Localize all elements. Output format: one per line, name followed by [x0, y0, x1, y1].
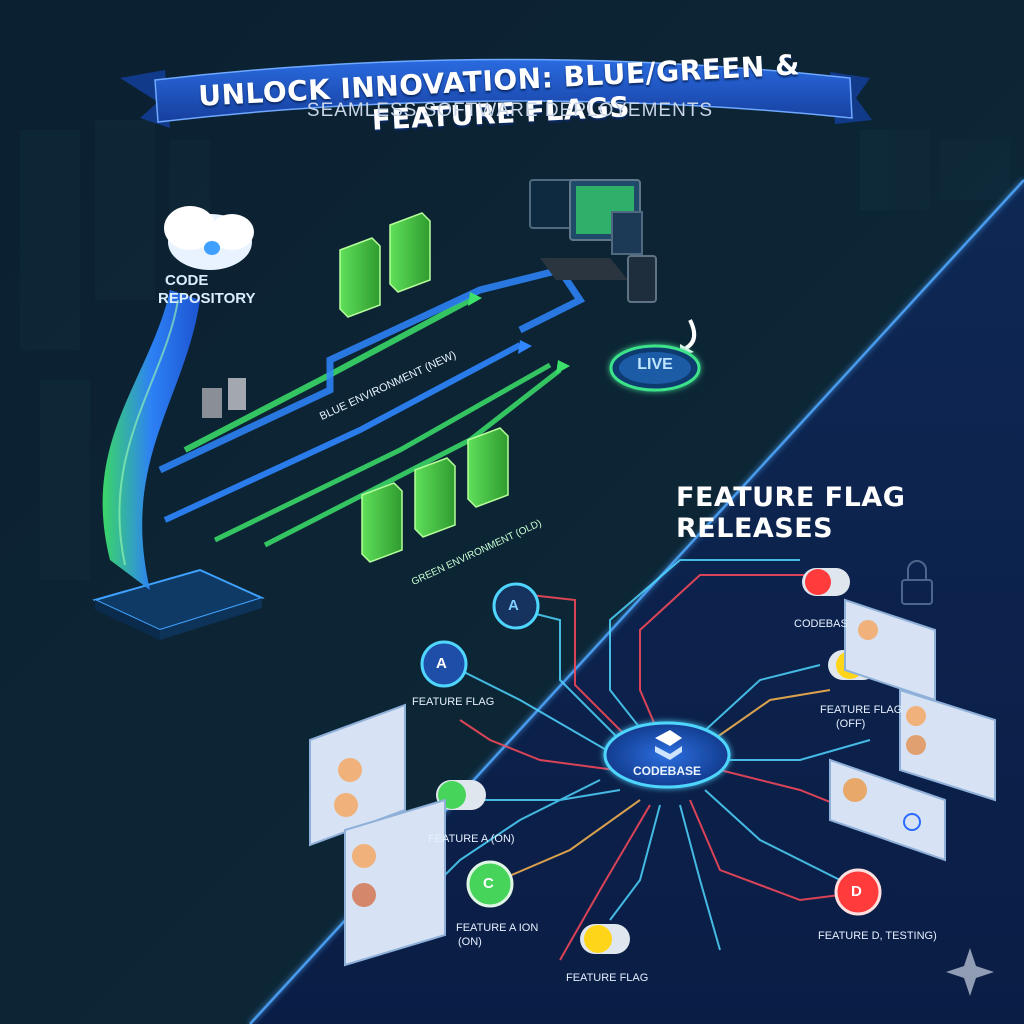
feature-a-on-label: FEATURE A (ON) [428, 833, 515, 845]
node-a-left [420, 640, 468, 688]
green-env-servers [361, 427, 509, 563]
live-label: LIVE [637, 356, 673, 373]
repository-label-line2: REPOSITORY [158, 290, 256, 307]
flag-off-label: FEATURE FLAG [820, 704, 903, 716]
avatar [334, 793, 358, 817]
page-subtitle: SEAMLESS SOFTWARE DEPLOYEMENTS [306, 100, 714, 121]
repository-label-line1: CODE [165, 272, 209, 289]
feature-a-ion-label: FEATURE A ION [456, 922, 539, 934]
feature-flag-section-title: FEATURE FLAG RELEASES [676, 482, 906, 544]
search-icon [903, 813, 921, 831]
repository-stream [92, 290, 265, 640]
avatar [352, 883, 376, 907]
avatar [352, 844, 376, 868]
node-c [466, 860, 514, 908]
codebase-logo-icon [655, 730, 682, 746]
codebase-hub [603, 721, 731, 789]
user-card-right-1 [844, 598, 936, 702]
feature-a-ion-sublabel: (ON) [458, 936, 482, 948]
legacy-server-icon [202, 378, 246, 418]
toggle-codebase-top [802, 568, 850, 596]
node-c-letter: C [483, 875, 494, 892]
devices-icon [529, 179, 697, 356]
feature-flag-left-label: FEATURE FLAG [412, 696, 495, 708]
feature-d-label: FEATURE D, TESTING) [818, 930, 937, 942]
user-card-left-2 [344, 798, 446, 967]
toggle-feature-flag-bottom [580, 924, 630, 954]
title-banner [120, 58, 872, 128]
arrow-icon [468, 292, 482, 306]
arrow-icon [518, 340, 532, 354]
avatar [858, 620, 878, 640]
node-a-top [492, 582, 540, 630]
user-card-right-2 [899, 688, 996, 802]
avatar [338, 758, 362, 782]
avatar [906, 735, 926, 755]
sparkle-icon [946, 948, 994, 996]
arrow-icon [556, 360, 570, 374]
node-a-left-letter: A [436, 655, 447, 672]
flow-lanes [158, 266, 586, 548]
flag-off-sublabel: (OFF) [836, 718, 866, 730]
avatar [906, 706, 926, 726]
cloud-icon [164, 206, 254, 270]
codebase-top-label: CODEBAS [794, 618, 848, 630]
lock-icon [901, 560, 933, 605]
node-d [834, 868, 882, 916]
live-badge [609, 344, 701, 392]
blue-env-servers [339, 212, 431, 318]
node-a-top-letter: A [508, 597, 519, 614]
avatar [843, 778, 867, 802]
feature-flag-bottom-label: FEATURE FLAG [566, 972, 649, 984]
user-card-left-1 [309, 703, 406, 847]
codebase-label: CODEBASE [632, 764, 701, 778]
node-d-letter: D [851, 883, 862, 900]
user-card-right-3 [829, 758, 946, 862]
